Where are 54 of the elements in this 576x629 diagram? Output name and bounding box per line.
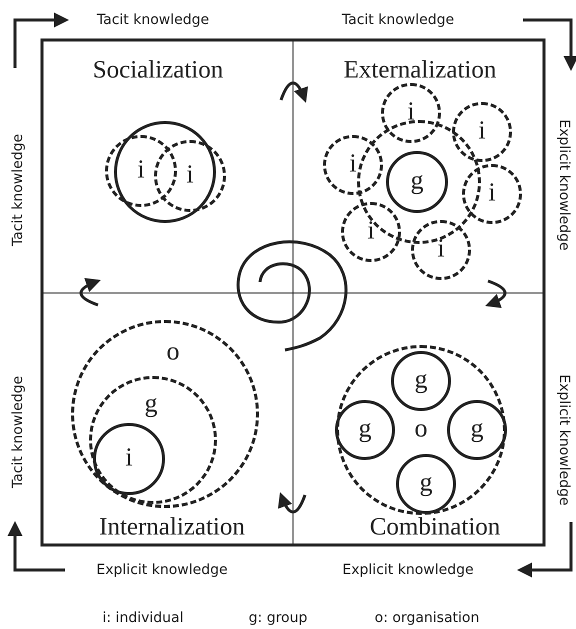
dashed-circle	[411, 220, 471, 280]
arrow	[278, 492, 306, 514]
circle-letter: o	[166, 338, 180, 365]
circle-letter: o	[414, 416, 428, 442]
dashed-circle	[154, 140, 226, 212]
circle-letter: i	[367, 218, 375, 244]
dashed-circle	[452, 102, 512, 162]
axis-label: Explicit knowledge	[342, 563, 474, 577]
circle-letter: i	[125, 444, 133, 471]
dashed-circle	[89, 376, 217, 504]
axis-label: Explicit knowledge	[96, 563, 228, 577]
legend-text: g: group	[248, 611, 308, 625]
dashed-circle	[105, 135, 177, 207]
circle-letter: i	[137, 156, 145, 183]
circle-letter: i	[186, 162, 194, 188]
axis-label: Explicit knowledge	[557, 119, 571, 251]
solid-circle	[93, 423, 165, 495]
dashed-circle	[341, 202, 401, 262]
solid-circle	[391, 351, 451, 411]
circle-letter: g	[410, 168, 424, 194]
quadrant-title: Externalization	[344, 58, 496, 82]
circle-letter: i	[407, 98, 415, 125]
circle-letter: g	[420, 470, 432, 496]
solid-circle	[396, 454, 456, 514]
circle-letter: g	[414, 366, 428, 393]
legend-text: i: individual	[102, 611, 184, 625]
quadrant-title: Internalization	[99, 514, 245, 540]
solid-circle	[335, 400, 395, 460]
circle-letter: g	[470, 416, 484, 442]
quadrant-title: Socialization	[92, 58, 224, 82]
circle-letter: i	[488, 180, 496, 206]
legend-text: o: organisation	[374, 611, 480, 625]
circle-letter: i	[437, 236, 445, 262]
dashed-circle	[462, 164, 522, 224]
solid-circle	[447, 400, 507, 460]
circle-letter: g	[358, 416, 372, 442]
quadrant-title: Combination	[370, 514, 500, 540]
solid-circle	[386, 151, 448, 213]
arrow	[485, 280, 506, 308]
dashed-circle	[381, 83, 441, 143]
axis-label: Tacit knowledge	[11, 134, 25, 246]
axis-label: Tacit knowledge	[96, 13, 210, 27]
dashed-circle	[336, 345, 506, 515]
dashed-circle	[323, 135, 383, 195]
axis-label: Tacit knowledge	[342, 13, 454, 27]
axis-label: Tacit knowledge	[11, 376, 25, 488]
axis-label: Explicit knowledge	[557, 374, 571, 506]
arrow	[80, 278, 101, 306]
arrow	[280, 82, 308, 103]
circle-letter: g	[144, 390, 158, 417]
circle-letter: i	[349, 150, 357, 177]
solid-circle	[114, 121, 216, 223]
circle-letter: i	[478, 118, 486, 144]
dashed-circle	[71, 320, 259, 508]
